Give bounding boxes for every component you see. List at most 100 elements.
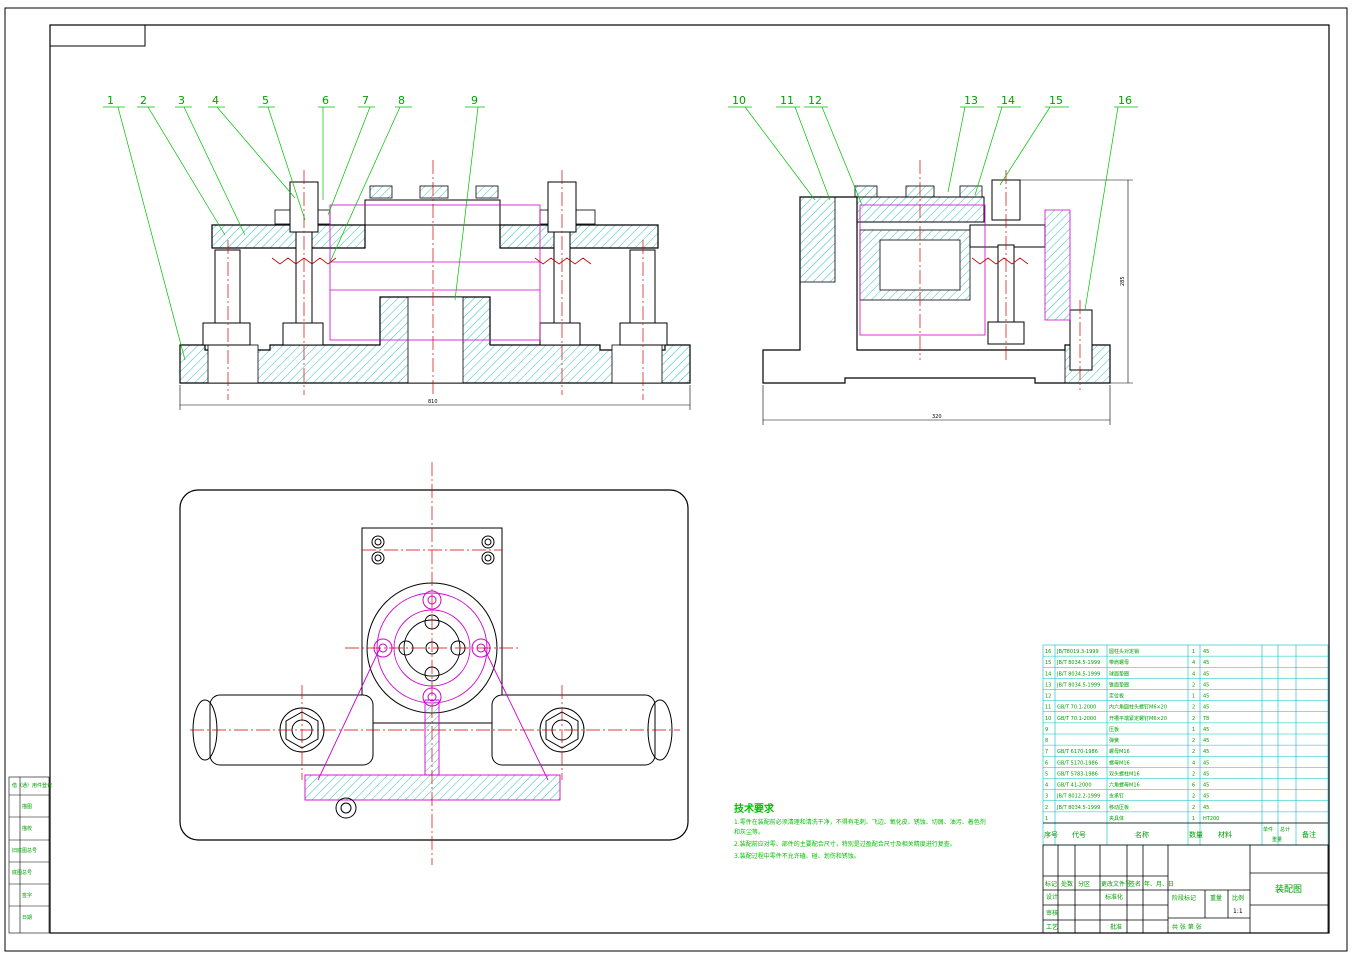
bom-cell-name: 支承钉 xyxy=(1109,793,1124,800)
balloon-3: 3 xyxy=(178,94,185,107)
bom-cell-name: 圆柱头对定销 xyxy=(1109,648,1139,655)
mark-label: 处数 xyxy=(1061,880,1073,888)
bom-cell-no: 9 xyxy=(1045,727,1048,733)
strip-item: 描校 xyxy=(22,825,32,832)
balloons-front: 1 2 3 4 5 6 7 8 9 xyxy=(103,94,485,361)
bom-cell-qty: 2 xyxy=(1192,805,1195,811)
bom-cell-no: 12 xyxy=(1045,694,1051,700)
balloon-5: 5 xyxy=(262,94,269,107)
bom-cell-code: GB/T 6170-1986 xyxy=(1057,749,1098,755)
bom-cell-qty: 1 xyxy=(1192,694,1195,700)
bom-cell-qty: 2 xyxy=(1192,794,1195,800)
dim-side-width: 320 xyxy=(932,414,942,420)
dim-front-width: 810 xyxy=(428,399,438,405)
drawing-name: 装配图 xyxy=(1275,883,1302,895)
inner-frame xyxy=(49,24,1330,934)
bom-cell-code: JB/T 8034.5-1999 xyxy=(1056,660,1100,666)
sheets-label: 共 张 第 张 xyxy=(1172,923,1202,931)
bom-cell-mat: 45 xyxy=(1203,738,1209,744)
mark-label: 签名 xyxy=(1129,880,1141,888)
bom-header-no: 序号 xyxy=(1044,830,1058,839)
bom-cell-mat: 45 xyxy=(1203,771,1209,777)
bom-header-weight: 重量 xyxy=(1272,836,1282,843)
bom-header-total: 总计 xyxy=(1280,826,1290,833)
approve-label: 批准 xyxy=(1110,923,1122,931)
bom-cell-mat: 45 xyxy=(1203,727,1209,733)
left-strip: 借（通）用件登记 描图 描校 旧底图总号 底图总号 签字 日期 xyxy=(8,776,52,934)
bom-cell-no: 7 xyxy=(1045,749,1048,755)
bom-cell-code: JB/T 8012.2-1999 xyxy=(1056,794,1100,800)
bom-cell-mat: HT200 xyxy=(1203,816,1219,822)
bom-cell-qty: 1 xyxy=(1192,727,1195,733)
balloon-15: 15 xyxy=(1049,94,1063,107)
strip-item: 旧底图总号 xyxy=(12,847,37,854)
bom-cell-mat: 45 xyxy=(1203,649,1209,655)
title-block-text: 标记 处数 分区 更改文件号 签名 年、月、日 设计 审核 工艺 标准化 批准 … xyxy=(1045,880,1302,931)
bom-cell-qty: 4 xyxy=(1192,660,1195,666)
bom-cell-code: GB/T 70.1-2000 xyxy=(1057,705,1096,711)
bom-cell-no: 5 xyxy=(1045,771,1048,777)
bom-cell-code: GB/T 41-2000 xyxy=(1057,783,1092,789)
bom-cell-qty: 2 xyxy=(1192,771,1195,777)
bom-cell-code: JB/T 8034.5-1999 xyxy=(1056,682,1100,688)
stage-label: 阶段标记 xyxy=(1172,894,1196,902)
balloon-7: 7 xyxy=(362,94,369,107)
bom-cell-name: 螺母M16 xyxy=(1109,759,1130,766)
bom-cell-mat: 45 xyxy=(1203,805,1209,811)
balloon-1: 1 xyxy=(107,94,114,107)
role-design: 设计 xyxy=(1046,893,1058,901)
bom-cell-no: 10 xyxy=(1045,716,1051,722)
bom-cell-no: 3 xyxy=(1045,794,1048,800)
strip-item: 借（通）用件登记 xyxy=(12,782,52,789)
bom-cell-qty: 6 xyxy=(1192,783,1195,789)
bom-cell-qty: 4 xyxy=(1192,671,1195,677)
side-view: 320 285 xyxy=(762,160,1133,425)
bom-cell-no: 13 xyxy=(1045,682,1051,688)
title-block xyxy=(1042,844,1329,934)
bom-header: 序号 代号 名称 数量 材料 单件 总计 重量 备注 xyxy=(1043,822,1328,843)
bom-cell-name: 夹具体 xyxy=(1109,815,1124,822)
bom-cell-name: 弹簧 xyxy=(1109,737,1119,744)
outer-frame xyxy=(4,7,1348,952)
mark-label: 年、月、日 xyxy=(1144,880,1174,888)
bom-cell-name: 锥面垫圈 xyxy=(1109,681,1129,688)
bom-cell-code: JB/T8019.3-1999 xyxy=(1056,649,1099,655)
bom-cell-code: GB/T 5783-1986 xyxy=(1057,771,1098,777)
role-process: 工艺 xyxy=(1046,923,1058,931)
tech-req-line: 1.零件在装配前必须清理和清洗干净，不得有毛刺、飞边、氧化皮、锈蚀、切屑、油污、… xyxy=(734,819,986,826)
mark-label: 更改文件号 xyxy=(1101,880,1131,888)
bom-cell-no: 15 xyxy=(1045,660,1051,666)
bom-cell-no: 1 xyxy=(1045,816,1048,822)
bom-header-remark: 备注 xyxy=(1302,830,1316,839)
bom-cell-name: 移动压板 xyxy=(1109,804,1129,811)
role-review: 审核 xyxy=(1046,909,1058,917)
bom-cell-qty: 2 xyxy=(1192,682,1195,688)
tech-req-title: 技术要求 xyxy=(734,804,774,815)
strip-item: 底图总号 xyxy=(12,869,32,876)
bom-cell-no: 4 xyxy=(1045,783,1048,789)
top-left-box xyxy=(49,24,146,47)
bom-header-unit: 单件 xyxy=(1263,826,1273,833)
balloons-side: 10 11 12 13 14 15 16 xyxy=(728,94,1138,311)
bom-cell-mat: T8 xyxy=(1202,716,1209,722)
bom-cell-qty: 2 xyxy=(1192,749,1195,755)
balloon-14: 14 xyxy=(1001,94,1015,107)
bom-cell-mat: 45 xyxy=(1203,794,1209,800)
bom-cell-qty: 2 xyxy=(1192,716,1195,722)
balloon-8: 8 xyxy=(398,94,405,107)
mark-label: 分区 xyxy=(1078,880,1090,888)
bom-cell-mat: 45 xyxy=(1203,760,1209,766)
bom-cell-mat: 45 xyxy=(1203,660,1209,666)
bom-cell-no: 6 xyxy=(1045,760,1048,766)
bom-cell-mat: 45 xyxy=(1203,749,1209,755)
balloon-11: 11 xyxy=(780,94,794,107)
scale-value: 1:1 xyxy=(1233,908,1243,915)
bom-cell-code: JB/T 8034.5-1999 xyxy=(1056,671,1100,677)
bom-cell-code: GB/T 70.1-2000 xyxy=(1057,716,1096,722)
bom-header-mat: 材料 xyxy=(1218,830,1232,839)
bom-cell-mat: 45 xyxy=(1203,671,1209,677)
bom-cell-mat: 45 xyxy=(1203,694,1209,700)
scale-label: 比例 xyxy=(1232,894,1244,902)
